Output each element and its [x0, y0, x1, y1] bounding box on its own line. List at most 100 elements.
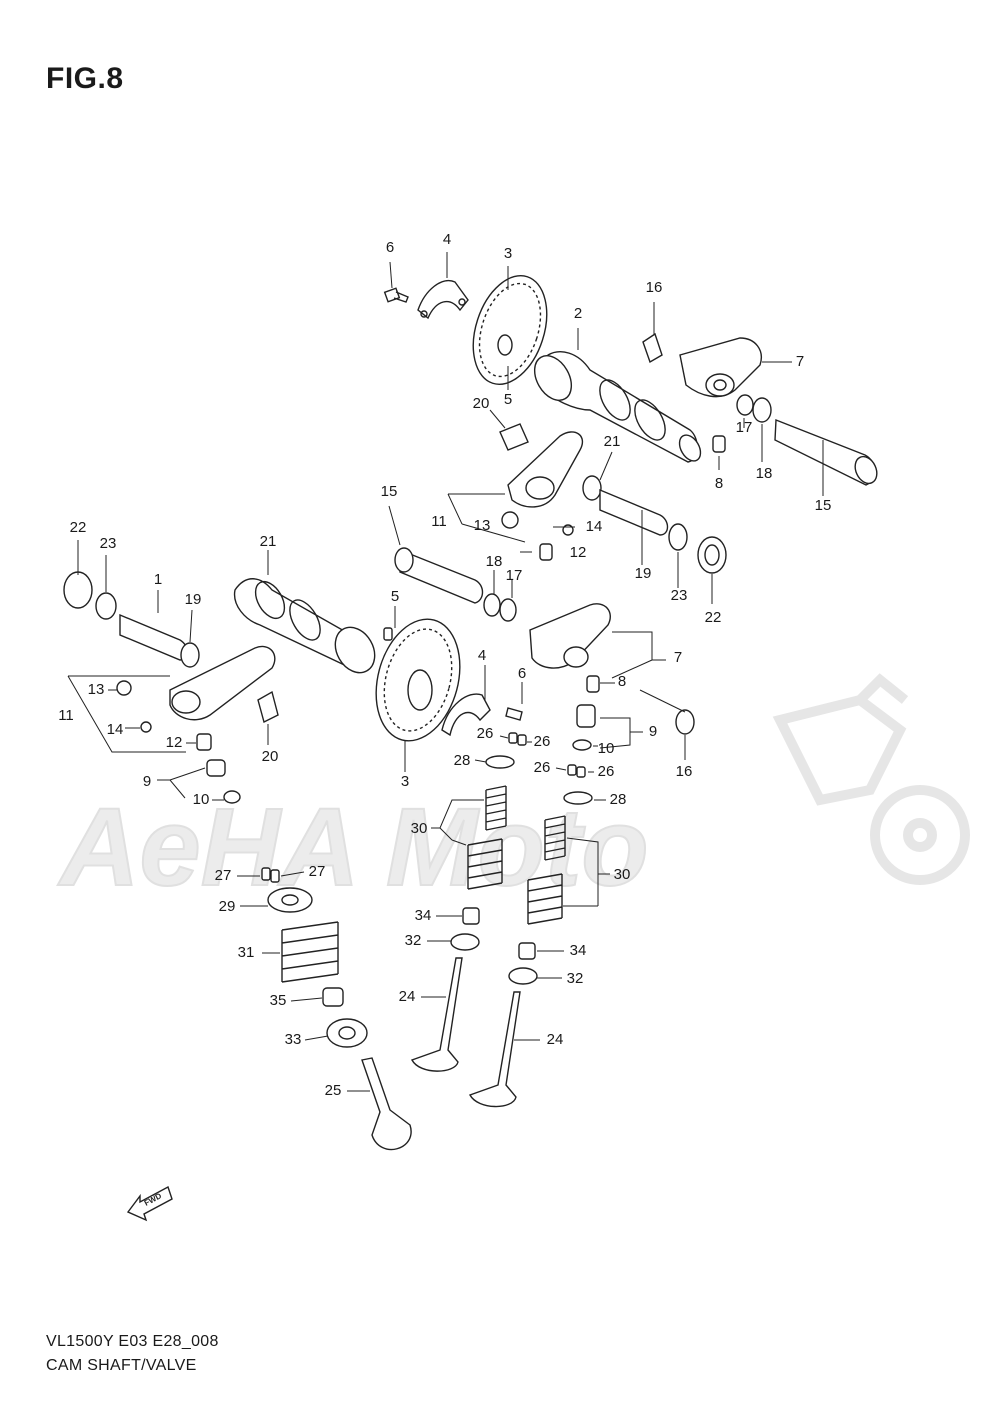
- callout-label-33: 33: [285, 1031, 302, 1048]
- part-16-washer-mid: [675, 709, 695, 735]
- part-4-bracket-lower: [441, 693, 491, 737]
- part-7-rocker-arm-upper: [679, 337, 762, 398]
- callout-label-10: 10: [598, 740, 615, 757]
- callout-label-34: 34: [415, 907, 432, 924]
- figure-title: FIG.8: [46, 62, 124, 95]
- callout-label-12: 12: [166, 734, 183, 751]
- watermark: AeHA Moto: [56, 673, 970, 910]
- part-5-pin-lower: [383, 627, 393, 641]
- part-10-shim-mid: [572, 739, 592, 751]
- part-30-valve-springs-left: [467, 785, 507, 890]
- callout-label-32: 32: [567, 970, 584, 987]
- part-21-washer-upper: [582, 475, 602, 501]
- callout-label-7: 7: [796, 353, 804, 370]
- part-9-valve-lifter-lower: [206, 759, 226, 777]
- part-9-valve-lifter-mid: [576, 704, 596, 728]
- part-30-valve-springs-right: [527, 815, 566, 925]
- callout-label-17: 17: [736, 419, 753, 436]
- callout-label-11: 11: [431, 513, 447, 530]
- callout-label-4: 4: [478, 647, 486, 664]
- callout-label-12: 12: [570, 544, 587, 561]
- part-1-camshaft-front: [233, 578, 376, 674]
- callout-label-5: 5: [391, 588, 399, 605]
- leader-lines: [67, 252, 824, 1092]
- callout-label-4: 4: [443, 231, 451, 248]
- part-7-rocker-arm-mid: [529, 603, 611, 669]
- part-20-washer-lower: [257, 690, 279, 724]
- callout-label-13: 13: [88, 681, 105, 698]
- callout-label-26: 26: [534, 759, 551, 776]
- forward-arrow-icon: FWD: [126, 1185, 173, 1222]
- callout-label-3: 3: [504, 245, 512, 262]
- callout-label-20: 20: [262, 748, 279, 765]
- part-29-retainer-lower: [267, 887, 313, 913]
- callout-label-2: 2: [574, 305, 582, 322]
- callout-label-5: 5: [504, 391, 512, 408]
- part-21-washer-lower: [180, 642, 200, 668]
- part-10-shim-lower: [223, 790, 241, 804]
- part-11-rocker-arm-upper-left: [507, 431, 584, 508]
- part-12-screw-upper: [539, 543, 553, 561]
- callout-label-14: 14: [586, 518, 603, 535]
- part-35-seal-lower: [322, 987, 344, 1007]
- callout-label-34: 34: [570, 942, 587, 959]
- callout-label-21: 21: [260, 533, 277, 550]
- callout-label-15: 15: [381, 483, 398, 500]
- part-13-screw-lower: [116, 680, 132, 696]
- callout-label-10: 10: [193, 791, 210, 808]
- callout-label-35: 35: [270, 992, 287, 1009]
- callout-label-15: 15: [815, 497, 832, 514]
- part-34-seal-right: [518, 942, 536, 960]
- callout-label-3: 3: [401, 773, 409, 790]
- part-19-rocker-shaft-upper: [599, 488, 669, 536]
- callout-label-14: 14: [107, 721, 124, 738]
- callout-label-22: 22: [70, 519, 87, 536]
- callout-label-11: 11: [58, 707, 74, 724]
- callout-label-24: 24: [399, 988, 416, 1005]
- part-20-washer-upper: [499, 423, 529, 451]
- callout-label-24: 24: [547, 1031, 564, 1048]
- part-23-washer-lower: [95, 592, 117, 620]
- callout-label-30: 30: [614, 866, 631, 883]
- model-code: VL1500Y E03 E28_008: [46, 1333, 219, 1350]
- part-28-retainer-left: [485, 755, 515, 769]
- part-18-washer-upper: [752, 397, 772, 423]
- part-33-seat-lower: [326, 1018, 368, 1048]
- part-18-washer-mid: [483, 593, 501, 617]
- callout-label-8: 8: [715, 475, 723, 492]
- part-8-adjuster-mid: [586, 675, 600, 693]
- callout-label-26: 26: [534, 733, 551, 750]
- callout-label-6: 6: [518, 665, 526, 682]
- callout-label-16: 16: [676, 763, 693, 780]
- callout-label-26: 26: [477, 725, 494, 742]
- part-19-rocker-shaft-lower: [119, 613, 189, 661]
- callout-label-27: 27: [309, 863, 326, 880]
- callout-label-1: 1: [154, 571, 162, 588]
- part-3-sprocket-lower: [375, 618, 461, 742]
- callout-label-26: 26: [598, 763, 615, 780]
- part-17-washer-upper: [736, 394, 754, 416]
- callout-label-19: 19: [185, 591, 202, 608]
- callout-label-20: 20: [473, 395, 490, 412]
- callout-label-9: 9: [143, 773, 151, 790]
- part-22-plug-upper: [697, 536, 727, 574]
- callout-label-25: 25: [325, 1082, 342, 1099]
- part-23-washer-upper: [668, 523, 688, 551]
- part-34-seal-left: [462, 907, 480, 925]
- callout-label-8: 8: [618, 673, 626, 690]
- part-17-washer-mid: [499, 598, 517, 622]
- part-15-rocker-shaft-upper: [774, 418, 878, 486]
- callout-label-17: 17: [506, 567, 523, 584]
- callout-label-16: 16: [646, 279, 663, 296]
- part-22-plug-lower: [63, 571, 93, 609]
- motorcycle-watermark-icon: [772, 673, 970, 885]
- part-14-nut-lower: [140, 721, 152, 733]
- part-3-sprocket-upper: [472, 275, 548, 385]
- callout-label-27: 27: [215, 867, 232, 884]
- callout-label-31: 31: [238, 944, 255, 961]
- part-24-intake-valve-right: [468, 991, 521, 1108]
- part-8-adjuster-upper: [712, 435, 726, 453]
- callout-label-21: 21: [604, 433, 621, 450]
